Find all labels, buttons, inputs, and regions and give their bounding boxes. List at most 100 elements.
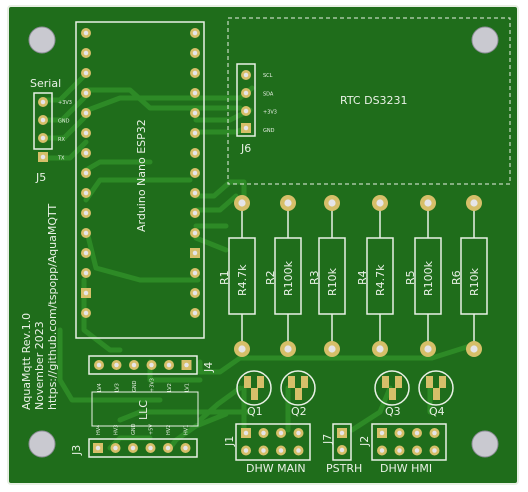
drill-hole (243, 125, 249, 131)
j6-label: J6 (240, 142, 251, 155)
drill-hole (243, 430, 249, 436)
pstrh-label: PSTRH (326, 462, 362, 475)
drill-hole (113, 445, 118, 451)
drill-hole (83, 310, 89, 316)
resistor-ref-label: R1 (218, 270, 231, 285)
resistor-ref-label: R6 (450, 270, 463, 285)
drill-hole (83, 110, 89, 116)
resistor-ref-label: R5 (404, 270, 417, 285)
drill-hole (243, 90, 249, 96)
drill-hole (432, 448, 437, 453)
j4-header-outline (88, 355, 198, 375)
drill-hole (83, 290, 89, 296)
transistor-label: Q3 (385, 405, 401, 418)
j4-pin-label: LV3 (115, 383, 121, 392)
j3-pin-label: HV2 (166, 425, 172, 435)
transistor-pad (295, 388, 302, 400)
resistor-value-label: R4.7k (374, 264, 387, 296)
arduino-label: Arduino Nano ESP32 (135, 119, 148, 232)
j4-pads (94, 360, 192, 370)
transistor: Q3 (374, 370, 410, 418)
drill-hole (470, 199, 478, 207)
j2-pads (377, 428, 440, 456)
mounting-hole (28, 26, 56, 54)
resistor: R5 R100k (404, 195, 442, 357)
transistor-pad (439, 376, 446, 388)
rtc-pin-label: SCL (263, 73, 273, 79)
serial-pin-label: TX (57, 156, 65, 162)
j3-pin-label: HV3 (114, 425, 120, 435)
drill-hole (376, 199, 384, 207)
drill-hole (470, 345, 478, 353)
transistor-pad (301, 376, 308, 388)
transistor-outline (374, 370, 410, 406)
drill-hole (130, 445, 136, 451)
j3-pin-label: HV4 (96, 425, 102, 435)
drill-hole (424, 345, 432, 353)
drill-hole (192, 90, 198, 96)
drill-hole (261, 448, 266, 453)
resistor-body (318, 237, 346, 315)
mounting-hole (471, 430, 499, 458)
transistor-label: Q1 (247, 405, 263, 418)
resistor-value-label: R4.7k (236, 264, 249, 296)
transistor-outline (236, 370, 272, 406)
j4-pin-label: LV4 (97, 383, 103, 392)
drill-hole (192, 130, 198, 136)
drill-hole (192, 250, 198, 256)
drill-hole (183, 445, 188, 451)
drill-hole (96, 362, 102, 368)
drill-hole (424, 199, 432, 207)
j4-pin-label: LV1 (185, 383, 191, 392)
info-line-1: AquaMqtt Rev.1.0 (20, 313, 33, 410)
resistor-value-label: R100k (282, 260, 295, 296)
drill-hole (379, 448, 385, 453)
serial-header-outline (33, 92, 53, 150)
drill-hole (40, 154, 46, 160)
drill-hole (40, 117, 46, 123)
serial-label: Serial (30, 77, 61, 90)
drill-hole (296, 448, 301, 453)
drill-hole (379, 430, 385, 436)
resistor: R1 R4.7k (218, 195, 256, 357)
j7-label: J7 (321, 434, 334, 445)
arduino-outline (75, 21, 205, 339)
rtc-outline (227, 17, 511, 185)
resistor-value-label: R100k (422, 260, 435, 296)
serial-pin-label: RX (58, 137, 65, 143)
drill-hole (83, 250, 89, 256)
resistor-body (228, 237, 256, 315)
drill-hole (149, 362, 154, 368)
drill-hole (238, 345, 246, 353)
drill-hole (192, 110, 198, 116)
drill-hole (192, 290, 198, 296)
drill-hole (83, 230, 89, 236)
transistor: Q1 (236, 370, 272, 418)
transistor-label: Q2 (291, 405, 307, 418)
drill-hole (40, 99, 46, 105)
drill-hole (414, 430, 420, 436)
drill-hole (192, 310, 198, 316)
rtc-pads (241, 70, 251, 133)
drill-hole (83, 30, 89, 36)
drill-hole (339, 430, 345, 436)
drill-hole (261, 430, 266, 436)
transistor-outline (280, 370, 316, 406)
drill-hole (148, 445, 153, 451)
resistor-body (460, 237, 488, 315)
drill-hole (192, 150, 198, 156)
transistor-pad (244, 376, 251, 388)
drill-hole (95, 445, 101, 451)
drill-hole (192, 210, 198, 216)
resistor-body (366, 237, 394, 315)
drill-hole (83, 150, 89, 156)
drill-hole (83, 190, 89, 196)
drill-hole (192, 50, 198, 56)
drill-hole (278, 430, 284, 436)
